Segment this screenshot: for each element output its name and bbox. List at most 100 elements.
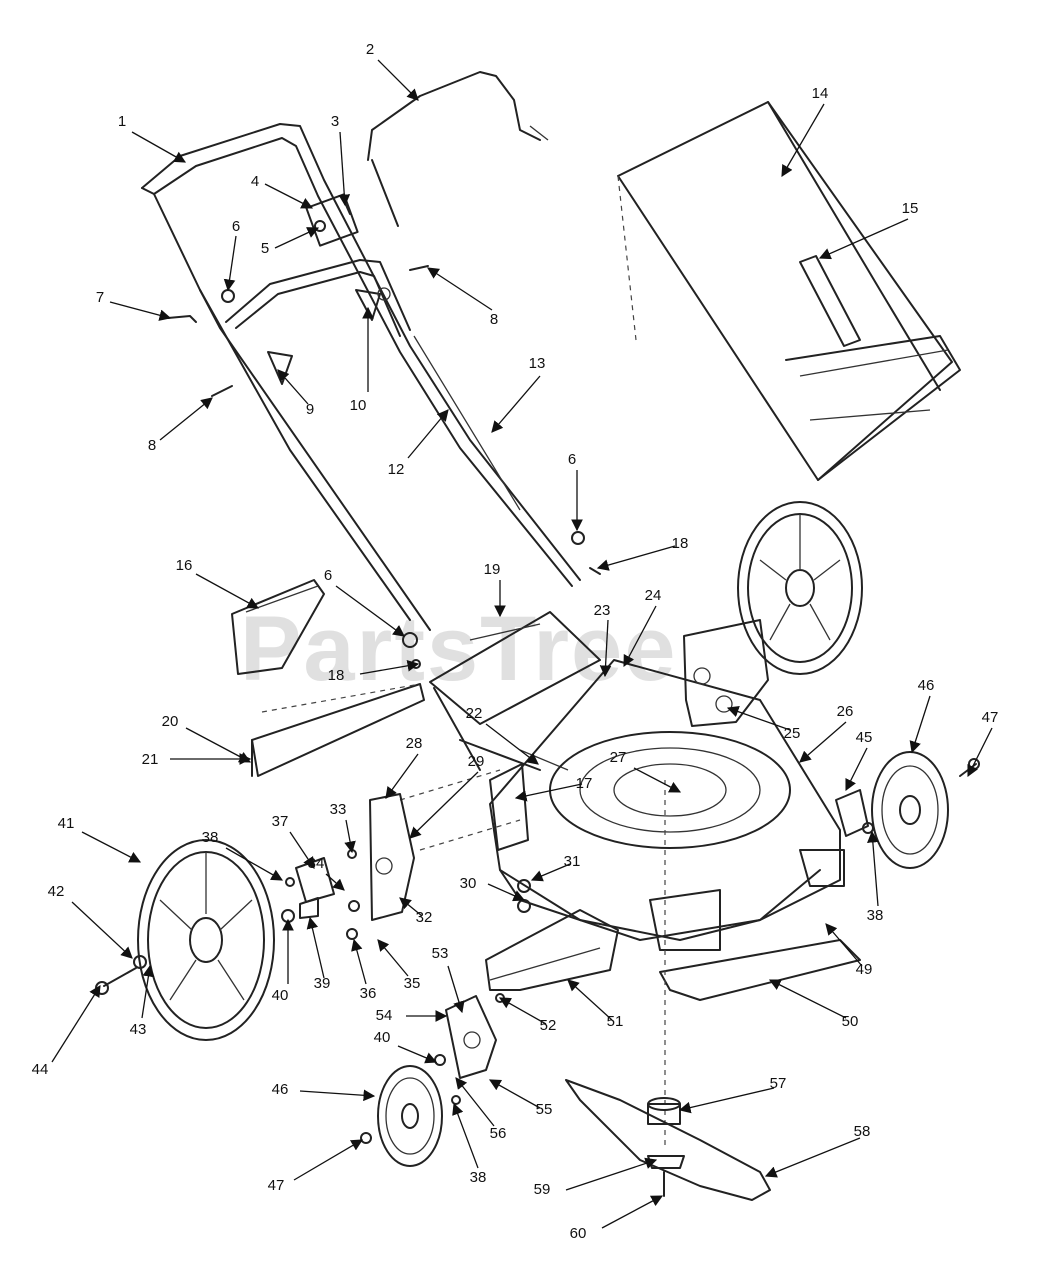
grass-bag (617, 101, 961, 481)
leader-line-c46b (299, 1089, 376, 1102)
callout-c3: 3 (331, 113, 339, 130)
callout-c15: 15 (902, 200, 919, 217)
leader-line-c24 (623, 605, 657, 668)
callout-c8a: 8 (490, 311, 498, 328)
callout-c47a: 47 (982, 709, 999, 726)
leader-line-c15 (818, 218, 909, 260)
callout-c29: 29 (468, 753, 485, 770)
leader-line-c20 (185, 727, 252, 763)
callout-c7: 7 (96, 289, 104, 306)
callout-c55: 55 (536, 1101, 553, 1118)
callout-c57: 57 (770, 1075, 787, 1092)
leader-line-c6c (335, 585, 405, 637)
callout-c38c: 38 (470, 1169, 487, 1186)
leader-line-c36 (351, 938, 367, 985)
callout-c42: 42 (48, 883, 65, 900)
callout-c54: 54 (376, 1007, 393, 1024)
callout-c6b: 6 (568, 451, 576, 468)
callout-c49: 49 (856, 961, 873, 978)
callout-c47b: 47 (268, 1177, 285, 1194)
leader-line-c49 (825, 923, 863, 967)
callout-c14: 14 (812, 85, 829, 102)
leader-line-c51 (567, 979, 613, 1021)
callout-c33: 33 (330, 801, 347, 818)
callout-c39: 39 (314, 975, 331, 992)
callout-c4: 4 (251, 173, 259, 190)
blade-assembly (565, 1079, 771, 1201)
callout-c44: 44 (32, 1061, 49, 1078)
leader-line-c6 (223, 235, 237, 292)
callout-c28: 28 (406, 735, 423, 752)
callout-c52: 52 (540, 1017, 557, 1034)
callout-c25: 25 (784, 725, 801, 742)
leader-line-c40b (397, 1045, 438, 1064)
leader-line-c17 (514, 783, 583, 802)
callout-c40a: 40 (272, 987, 289, 1004)
leader-line-c14 (781, 103, 825, 178)
handle-hardware (167, 193, 601, 669)
callout-c38b: 38 (867, 907, 884, 924)
leader-line-c56 (455, 1077, 495, 1127)
callout-c22: 22 (466, 705, 483, 722)
leader-line-c47a (967, 727, 993, 778)
rear-wheel-left (95, 839, 275, 1041)
callout-c1: 1 (118, 113, 126, 130)
leader-line-c46a (909, 695, 931, 754)
leader-line-c38c (452, 1102, 479, 1169)
leader-line-c8b (159, 397, 213, 441)
callout-c13: 13 (529, 355, 546, 372)
leader-line-c1 (131, 131, 187, 163)
leader-line-c18b (359, 660, 420, 675)
leader-line-c7 (109, 301, 172, 321)
leader-line-c29 (409, 771, 479, 839)
leader-line-c60 (601, 1195, 664, 1229)
leader-line-c57 (678, 1087, 775, 1114)
callout-c17: 17 (576, 775, 593, 792)
bag-handle (799, 255, 861, 347)
callout-c45: 45 (856, 729, 873, 746)
leader-line-c43 (141, 964, 155, 1019)
callout-c53: 53 (432, 945, 449, 962)
leader-line-c47b (293, 1139, 364, 1181)
callout-c35: 35 (404, 975, 421, 992)
leader-line-c5 (274, 227, 320, 249)
callout-c18a: 18 (672, 535, 689, 552)
callout-c10: 10 (350, 397, 367, 414)
callout-c38a: 38 (202, 829, 219, 846)
leader-line-c31 (530, 863, 571, 882)
leader-line-c44 (51, 985, 101, 1063)
leader-line-c26 (799, 721, 847, 763)
leader-line-c3 (338, 131, 351, 207)
leader-line-c9 (277, 369, 309, 405)
leader-line-c50 (768, 979, 847, 1019)
watermark: PartsTree (240, 598, 677, 700)
leader-line-c53 (447, 965, 465, 1014)
callout-c46a: 46 (918, 677, 935, 694)
leader-line-c12 (407, 409, 449, 459)
callout-c41: 41 (58, 815, 75, 832)
leader-line-c25 (726, 706, 791, 731)
callout-c18b: 18 (328, 667, 345, 684)
leader-line-c58 (764, 1137, 861, 1178)
callout-c43: 43 (130, 1021, 147, 1038)
leader-line-c38a (225, 847, 284, 881)
leader-line-c23 (599, 619, 612, 678)
leader-line-c35 (377, 939, 409, 977)
leader-line-c33 (344, 819, 356, 854)
callout-c37: 37 (272, 813, 289, 830)
callout-c60: 60 (570, 1225, 587, 1242)
callout-c16: 16 (176, 557, 193, 574)
leader-line-c59 (565, 1157, 658, 1191)
callout-c8b: 8 (148, 437, 156, 454)
main-handle (141, 123, 581, 631)
callout-c58: 58 (854, 1123, 871, 1140)
callout-c21: 21 (142, 751, 159, 768)
leader-line-c38b (867, 830, 879, 907)
leader-line-c28 (385, 753, 419, 799)
rear-wheel-right (737, 501, 863, 675)
callout-c12: 12 (388, 461, 405, 478)
callout-c2: 2 (366, 41, 374, 58)
callout-c31: 31 (564, 853, 581, 870)
